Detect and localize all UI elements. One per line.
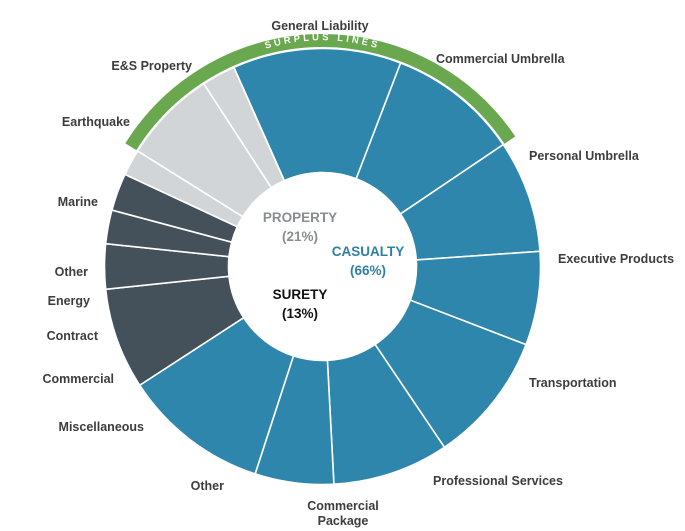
segment-label-line: General Liability: [271, 19, 368, 33]
segment-label-line: Energy: [48, 294, 90, 308]
segment-label: General Liability: [271, 19, 368, 33]
segment-label-line: Earthquake: [62, 115, 130, 129]
surplus-lines-arc: [125, 34, 516, 151]
segment-label-line: Commercial: [42, 372, 114, 386]
surety-group-name: SURETY: [273, 287, 328, 302]
segment-label-line: Commercial: [307, 499, 379, 513]
segment-label-line: Marine: [58, 195, 98, 209]
segment-label-line: E&S Property: [111, 59, 192, 73]
segment-label: E&S Property: [111, 59, 192, 73]
segment-label-line: Transportation: [529, 376, 617, 390]
segment-label: Personal Umbrella: [529, 149, 640, 163]
segment-label: Energy: [48, 294, 90, 308]
segment-label-line: Other: [55, 265, 88, 279]
segment-label: Professional Services: [433, 474, 563, 488]
segment-label-line: Other: [191, 479, 224, 493]
segment-label: Commercial: [42, 372, 114, 386]
segment-label-line: Executive Products: [558, 252, 674, 266]
segment-label: Miscellaneous: [59, 420, 144, 434]
property-group-percent: (21%): [282, 229, 318, 244]
segment-label: Earthquake: [62, 115, 130, 129]
casualty-group-name: CASUALTY: [332, 244, 405, 259]
segment-label-line: Package: [318, 514, 369, 528]
segment-label-line: Professional Services: [433, 474, 563, 488]
segment-label-line: Contract: [47, 329, 99, 343]
surety-group-percent: (13%): [282, 306, 318, 321]
segment-label: Transportation: [529, 376, 617, 390]
segment-label-line: Personal Umbrella: [529, 149, 640, 163]
casualty-group-percent: (66%): [350, 263, 386, 278]
segment-label: Other: [55, 265, 88, 279]
segment-label-line: Miscellaneous: [59, 420, 144, 434]
center-hole: [228, 172, 417, 361]
segment-label: Commercial Umbrella: [436, 52, 566, 66]
property-group-name: PROPERTY: [263, 210, 337, 225]
segment-label: Contract: [47, 329, 99, 343]
segment-label: Executive Products: [558, 252, 674, 266]
segment-label: Marine: [58, 195, 98, 209]
segment-label: Other: [191, 479, 224, 493]
segment-label-line: Commercial Umbrella: [436, 52, 566, 66]
